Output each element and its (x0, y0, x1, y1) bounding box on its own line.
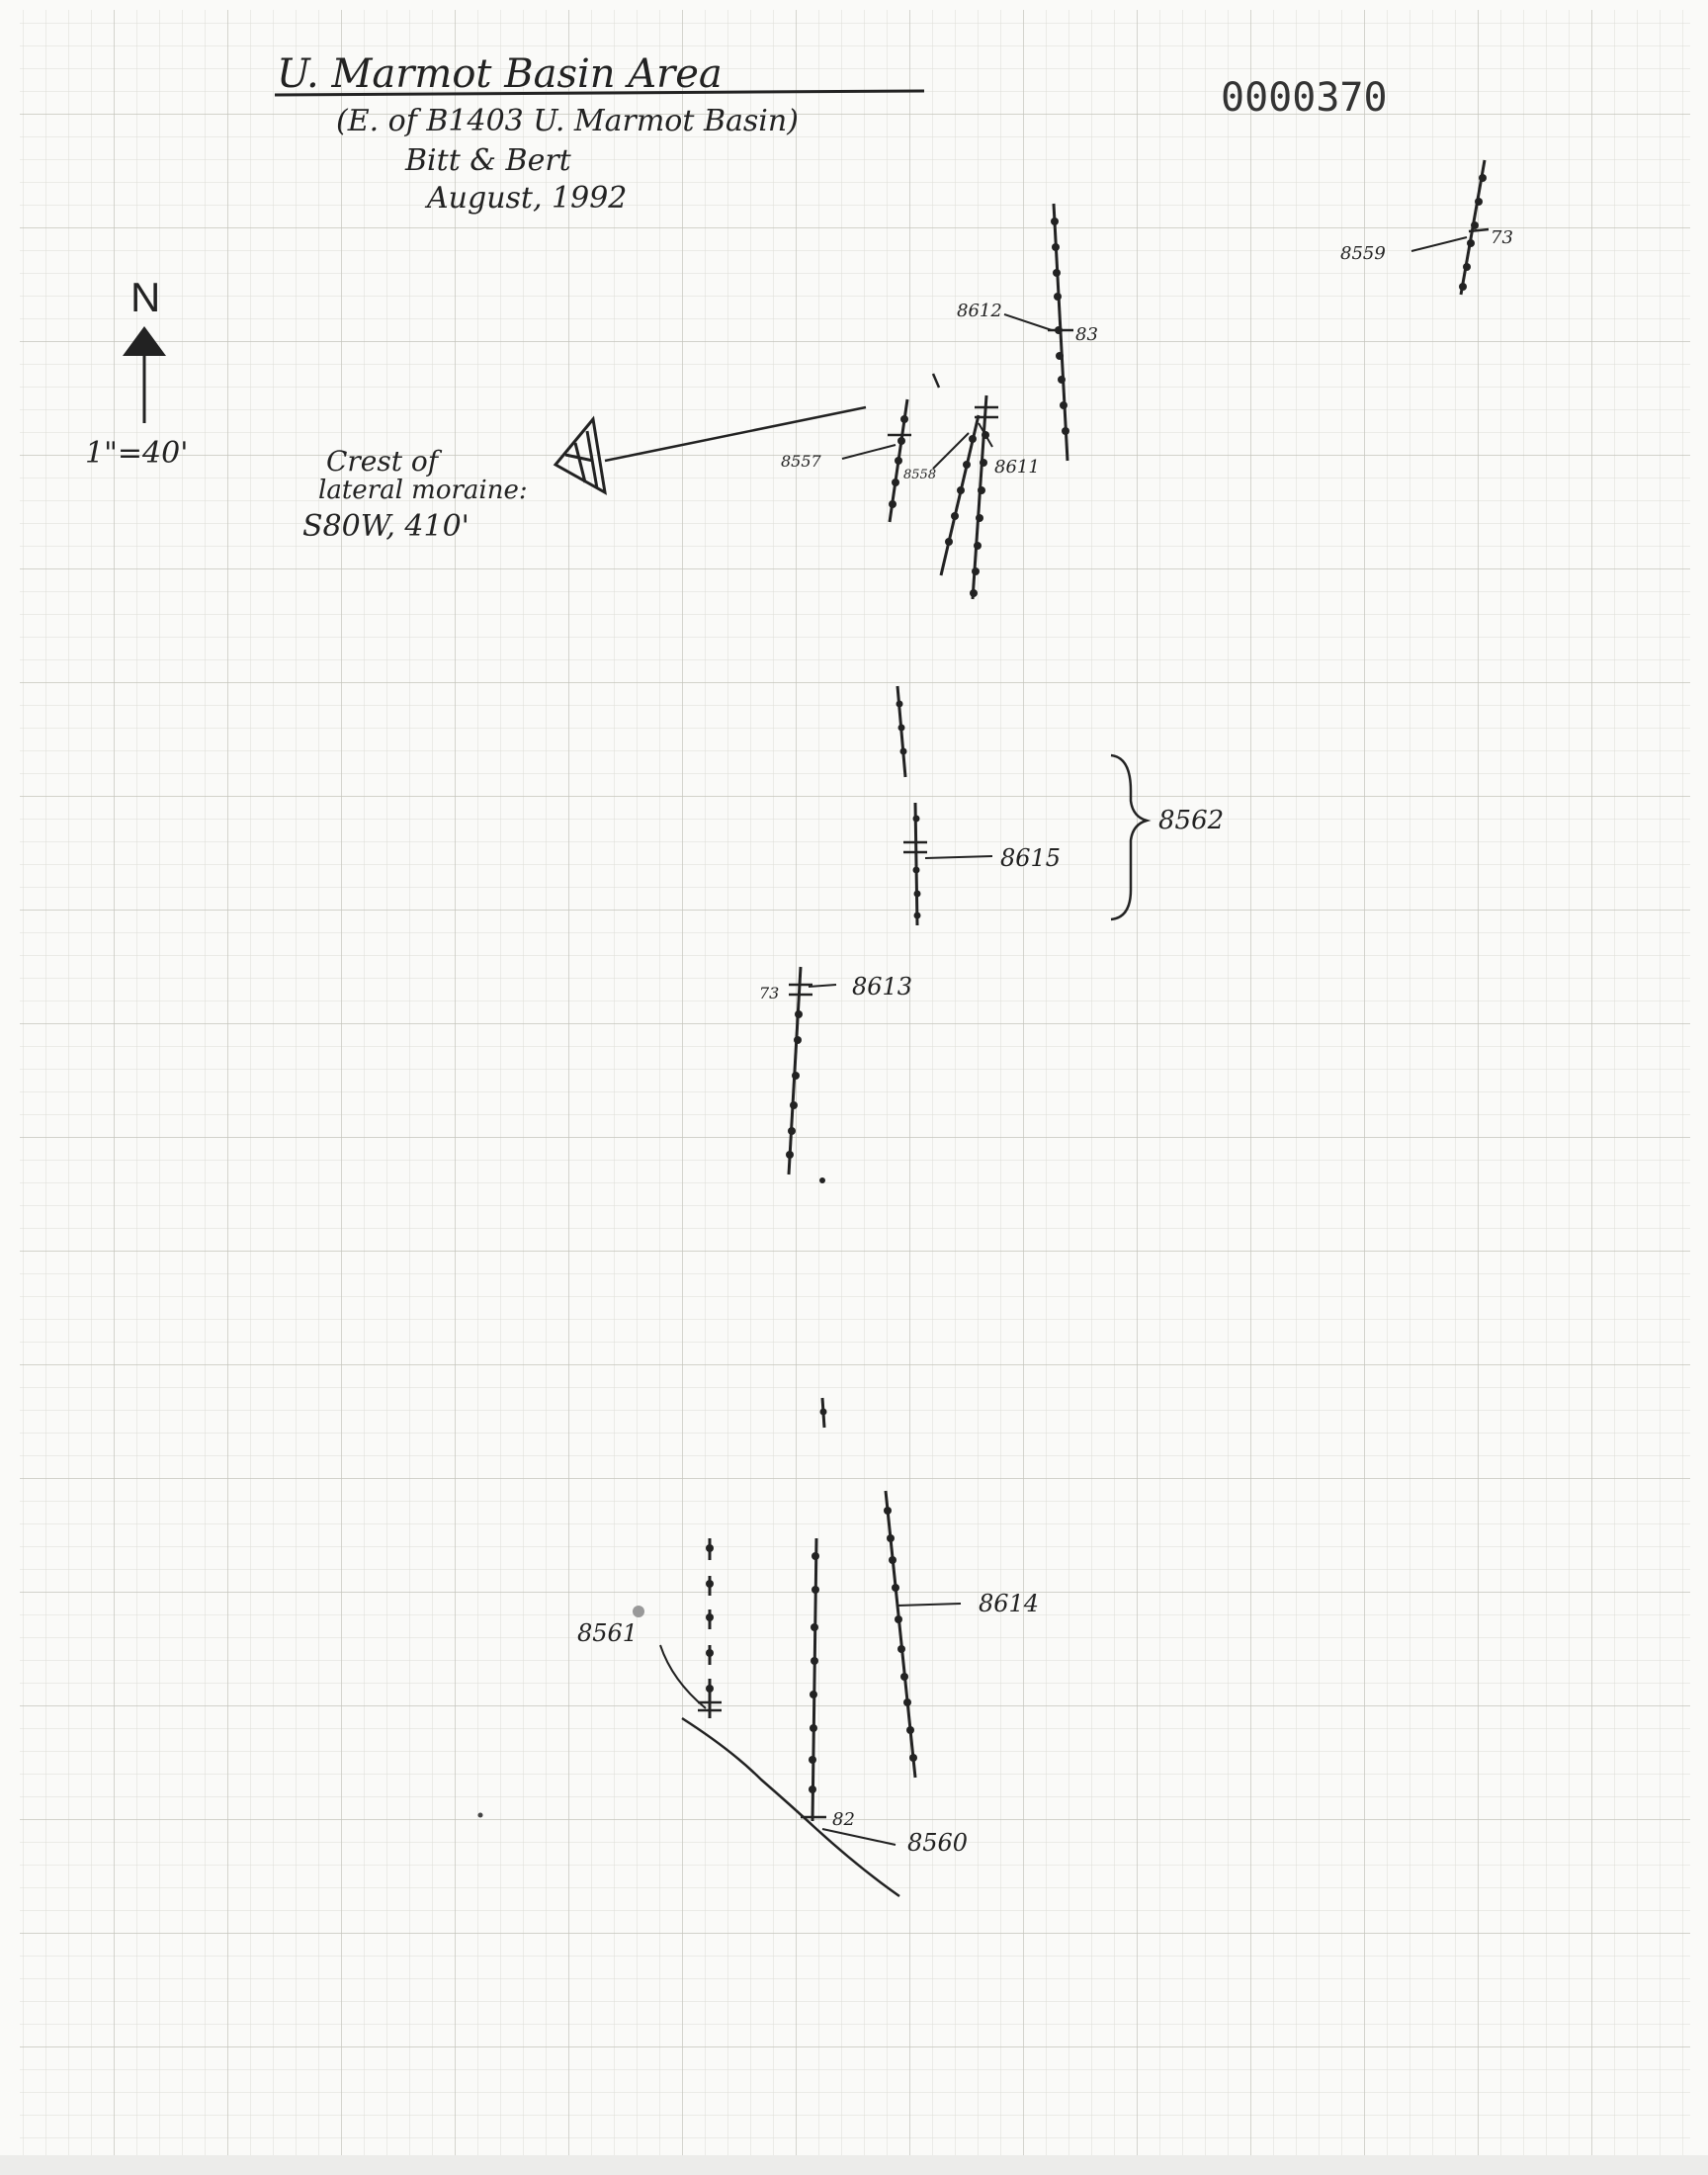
label-8562: 8562 (1158, 806, 1224, 835)
traverse-8557 (888, 398, 911, 523)
traverse-8559 (1459, 159, 1490, 296)
leader-8612 (1003, 313, 1053, 331)
label-8615: 8615 (1000, 844, 1061, 872)
traverse-8612 (1048, 203, 1073, 462)
moraine-line-1: Crest of (326, 445, 443, 478)
leader-8558 (932, 432, 970, 470)
attitude-73-top: 73 (1491, 227, 1513, 248)
map-date: August, 1992 (424, 181, 627, 216)
label-8612: 8612 (957, 301, 1002, 321)
traverse-8614 (884, 1490, 917, 1779)
title-underline (274, 89, 925, 97)
leader-8615 (924, 855, 993, 859)
moraine-line-2: lateral moraine: (318, 476, 528, 505)
leader-8557 (841, 444, 897, 460)
traverse-8613 (786, 966, 825, 1183)
map-title: U. Marmot Basin Area (277, 51, 723, 97)
grid-major (20, 10, 1690, 2155)
document-number: 0000370 (1221, 75, 1388, 121)
map-subtitle: (E. of B1403 U. Marmot Basin) (336, 104, 799, 138)
ridge-line (681, 1716, 900, 1898)
leader-8559 (1410, 236, 1468, 252)
moraine-annotation: Crest of lateral moraine: S80W, 410' (302, 405, 867, 544)
attitude-73-mid: 73 (759, 984, 779, 1002)
north-arrow: N 1"=40' (85, 274, 188, 471)
traverse-8558 (939, 414, 981, 576)
bottom-margin (0, 2155, 1708, 2175)
traverse-8615 (903, 802, 927, 926)
leader-8560 (821, 1828, 897, 1846)
map-scale: 1"=40' (85, 436, 188, 471)
label-8558: 8558 (903, 468, 936, 482)
label-8557: 8557 (781, 452, 822, 471)
label-8614: 8614 (979, 1590, 1039, 1617)
stray-dot (477, 1812, 483, 1818)
traverse-8561 (698, 1538, 722, 1718)
map-authors: Bitt & Bert (404, 143, 572, 178)
smudge-mark (633, 1606, 644, 1617)
moraine-leader (604, 405, 867, 463)
north-arrow-icon (123, 326, 166, 356)
moraine-arrow-icon (553, 415, 607, 495)
leader-8561 (659, 1644, 707, 1709)
attitude-83: 83 (1075, 324, 1098, 345)
moraine-hatch-1 (573, 442, 587, 483)
label-8611: 8611 (994, 457, 1040, 478)
traverse-8562-upper (896, 685, 907, 778)
traverse-8611 (970, 394, 998, 600)
brace-8562 (1110, 753, 1152, 921)
leader-8613 (808, 984, 837, 988)
label-8613: 8613 (852, 973, 912, 1000)
isolated-station (819, 1397, 827, 1429)
north-letter: N (130, 274, 160, 320)
label-8561: 8561 (577, 1619, 638, 1647)
moraine-hatch-3 (564, 453, 594, 463)
label-8559: 8559 (1340, 243, 1386, 264)
leader-8611 (978, 422, 993, 448)
label-8560: 8560 (907, 1829, 968, 1857)
moraine-line-3: S80W, 410' (302, 509, 470, 544)
attitude-82: 82 (832, 1809, 855, 1830)
tick-mark (931, 373, 941, 389)
leader-8614 (897, 1603, 962, 1607)
